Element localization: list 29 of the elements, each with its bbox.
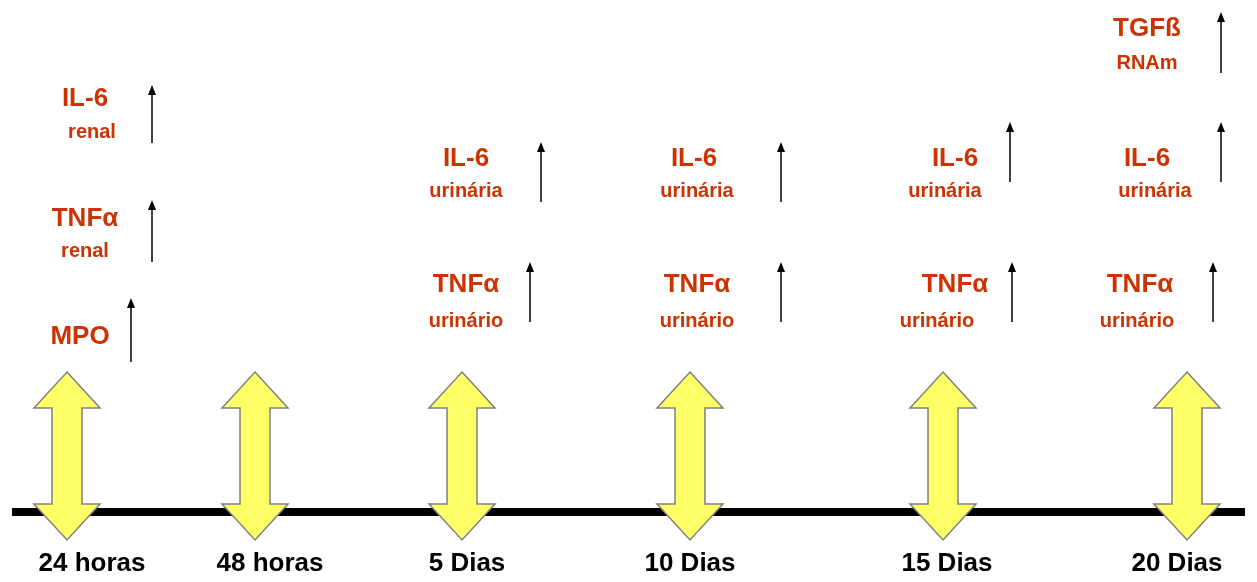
sample-label: urinário — [428, 310, 504, 330]
time-label: 20 Dias — [1131, 549, 1223, 575]
sample-label: urinária — [1118, 180, 1192, 200]
marker-label: TNFα — [1106, 270, 1174, 296]
sample-label: RNAm — [1116, 52, 1178, 72]
sample-label: urinário — [659, 310, 735, 330]
sample-label: urinária — [908, 180, 982, 200]
marker-label: TNFα — [663, 270, 731, 296]
marker-label: IL-6 — [670, 144, 718, 170]
time-label: 10 Dias — [644, 549, 736, 575]
marker-label: IL-6 — [442, 144, 490, 170]
marker-label: MPO — [50, 322, 110, 348]
marker-label: IL-6 — [1123, 144, 1171, 170]
sample-label: renal — [61, 240, 109, 260]
time-label: 15 Dias — [901, 549, 993, 575]
marker-label: IL-6 — [61, 84, 109, 110]
marker-label: TGFß — [1113, 14, 1181, 40]
marker-label: IL-6 — [931, 144, 979, 170]
marker-label: TNFα — [921, 270, 989, 296]
marker-label: TNFα — [51, 204, 119, 230]
time-label: 48 horas — [216, 549, 324, 575]
sample-label: renal — [68, 121, 116, 141]
sample-label: urinária — [660, 180, 734, 200]
time-label: 5 Dias — [428, 549, 506, 575]
marker-label: TNFα — [432, 270, 500, 296]
time-label: 24 horas — [38, 549, 146, 575]
sample-label: urinário — [899, 310, 975, 330]
sample-label: urinária — [429, 180, 503, 200]
sample-label: urinário — [1099, 310, 1175, 330]
